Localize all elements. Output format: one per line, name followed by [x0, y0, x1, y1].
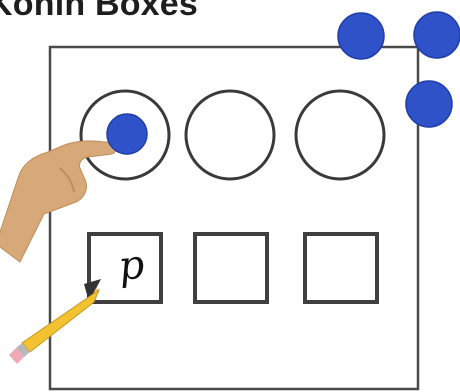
spare-counter-2 [414, 12, 460, 58]
spare-counter-3 [406, 81, 452, 127]
handwritten-letter-p: p [116, 242, 146, 290]
spare-counter-1 [338, 13, 384, 59]
placed-counter [107, 114, 147, 154]
